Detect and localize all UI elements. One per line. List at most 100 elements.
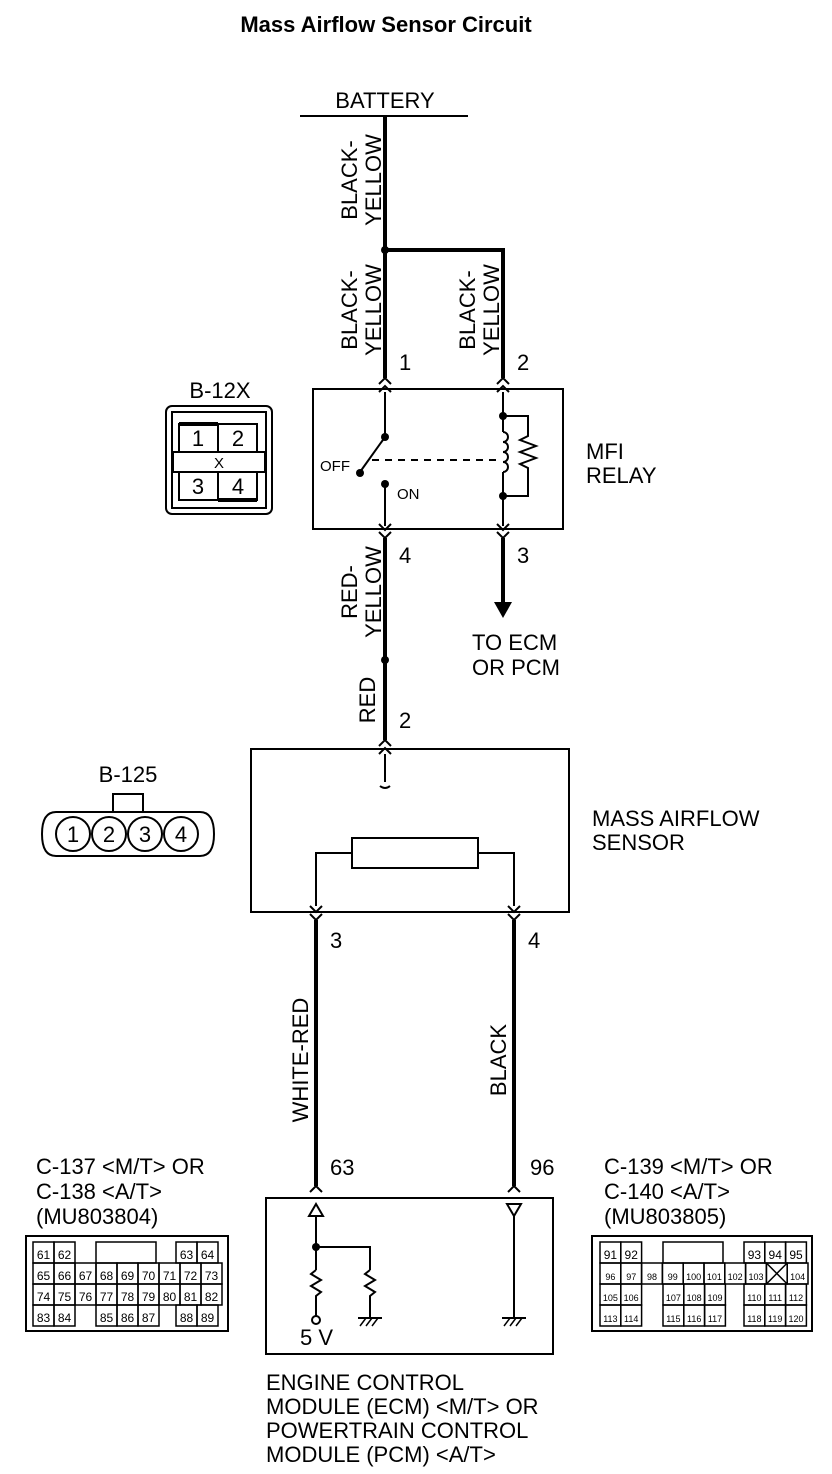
relay-switch-blade bbox=[359, 436, 386, 473]
connector-pin-label: 93 bbox=[748, 1248, 762, 1262]
ecm-name-line3: POWERTRAIN CONTROL bbox=[266, 1418, 528, 1443]
ecm-pulldown-resistor bbox=[363, 1269, 377, 1318]
connector-pin-label: 116 bbox=[687, 1314, 701, 1324]
connector-pin-label: 114 bbox=[624, 1314, 638, 1324]
connector-pin-label: 118 bbox=[747, 1314, 761, 1324]
connector-pin-label: 68 bbox=[100, 1269, 114, 1283]
relay-name-line1: MFI bbox=[586, 439, 624, 464]
connector-pin-label: 71 bbox=[163, 1269, 177, 1283]
relay-pin-1: 1 bbox=[399, 350, 411, 375]
ecm-internal-wire bbox=[316, 1246, 371, 1270]
pin-chevron bbox=[496, 384, 510, 393]
connector-pin-label: 67 bbox=[79, 1269, 93, 1283]
connector-right-label3: (MU803805) bbox=[604, 1204, 726, 1229]
pin-chevron bbox=[378, 523, 392, 532]
connector-left-label2: C-138 <A/T> bbox=[36, 1179, 162, 1204]
sensor-open-end bbox=[379, 785, 391, 789]
connector-b12x-pin1: 1 bbox=[192, 426, 204, 451]
connector-pin-label: 74 bbox=[37, 1290, 51, 1304]
connector-pin-label: 70 bbox=[142, 1269, 156, 1283]
wire-label-sensor-pin3: WHITE-RED bbox=[288, 998, 313, 1123]
relay-on-label: ON bbox=[397, 486, 420, 503]
connector-pin-label: 81 bbox=[184, 1290, 198, 1304]
connector-pin-label: 95 bbox=[789, 1248, 803, 1262]
connector-pin-label: 105 bbox=[603, 1293, 618, 1303]
sensor-name-line1: MASS AIRFLOW bbox=[592, 806, 760, 831]
svg-text:YELLOW: YELLOW bbox=[361, 264, 386, 356]
connector-pin-label: 76 bbox=[79, 1290, 93, 1304]
connector-pin-label: 69 bbox=[121, 1269, 135, 1283]
relay-pin-3: 3 bbox=[517, 543, 529, 568]
pin-chevron bbox=[309, 1184, 323, 1193]
wire-label-relay-pin4: RED- YELLOW bbox=[337, 546, 386, 638]
pin-chevron bbox=[496, 531, 510, 540]
connector-pin-label: 73 bbox=[205, 1269, 219, 1283]
mass-airflow-sensor-box bbox=[250, 748, 570, 913]
svg-text:BLACK-: BLACK- bbox=[337, 140, 362, 219]
connector-pin-label: 72 bbox=[184, 1269, 198, 1283]
mfi-relay-box bbox=[312, 388, 564, 530]
connector-pin-label: 102 bbox=[728, 1272, 743, 1282]
connector-b125-pin2: 2 bbox=[103, 822, 115, 847]
ecm-box bbox=[265, 1197, 554, 1355]
connector-left-key bbox=[95, 1241, 157, 1264]
connector-b125-cavity bbox=[127, 816, 163, 852]
connector-right-label1: C-139 <M/T> OR bbox=[604, 1154, 773, 1179]
connector-b12x-mark: X bbox=[214, 455, 224, 472]
connector-pin-label: 92 bbox=[625, 1248, 639, 1262]
ecm-5v-label: 5 V bbox=[300, 1325, 333, 1350]
sensor-name-line2: SENSOR bbox=[592, 830, 685, 855]
connector-b125-pin1: 1 bbox=[67, 822, 79, 847]
connector-pin-label: 119 bbox=[768, 1314, 782, 1324]
connector-left-label3: (MU803804) bbox=[36, 1204, 158, 1229]
connector-pin-label: 63 bbox=[180, 1248, 194, 1262]
ground-hatch bbox=[515, 1317, 523, 1327]
connector-b12x-pin2: 2 bbox=[232, 426, 244, 451]
relay-name-line2: RELAY bbox=[586, 463, 657, 488]
to-ecm-line2: OR PCM bbox=[472, 655, 560, 680]
relay-off-label: OFF bbox=[320, 458, 350, 475]
connector-pin-cell bbox=[703, 1304, 727, 1327]
connector-b125-latch bbox=[112, 793, 144, 813]
connector-b12x-pin3: 3 bbox=[192, 474, 204, 499]
pin-chevron bbox=[309, 913, 323, 922]
connector-pin-label: 61 bbox=[37, 1248, 51, 1262]
connector-pin-label: 62 bbox=[58, 1248, 72, 1262]
connector-pin-label: 88 bbox=[180, 1311, 194, 1325]
connector-pin-label: 113 bbox=[603, 1314, 617, 1324]
ground-hatch bbox=[365, 1317, 373, 1327]
connector-pin-label: 107 bbox=[666, 1293, 681, 1303]
pin-chevron bbox=[496, 523, 510, 532]
connector-pin-label: 86 bbox=[121, 1311, 135, 1325]
connector-pin-label: 91 bbox=[604, 1248, 618, 1262]
connector-pin-label: 103 bbox=[748, 1272, 763, 1282]
connector-pin-label: 112 bbox=[789, 1293, 803, 1303]
connector-pin-label: 79 bbox=[142, 1290, 156, 1304]
connector-pin-label: 65 bbox=[37, 1269, 51, 1283]
ecm-ground-triangle bbox=[505, 1203, 523, 1218]
connector-pin-label: 117 bbox=[708, 1314, 722, 1324]
connector-pin-label: 97 bbox=[626, 1272, 636, 1282]
connector-pin-label: 78 bbox=[121, 1290, 135, 1304]
wire-label-relay-pin2: BLACK- YELLOW bbox=[455, 264, 504, 356]
relay-pin-2: 2 bbox=[517, 350, 529, 375]
arrow-to-ecm bbox=[494, 602, 512, 618]
connector-blocked-pin bbox=[765, 1262, 788, 1285]
ecm-name-line2: MODULE (ECM) <M/T> OR bbox=[266, 1394, 539, 1419]
connector-pin-label: 80 bbox=[163, 1290, 177, 1304]
connector-pin-label: 104 bbox=[790, 1272, 805, 1282]
sensor-element bbox=[351, 837, 479, 869]
connector-pin-label: 64 bbox=[201, 1248, 215, 1262]
connector-pin-label: 115 bbox=[666, 1314, 680, 1324]
connector-pin-label: 94 bbox=[769, 1248, 783, 1262]
connector-b125-label: B-125 bbox=[99, 762, 158, 787]
pin-chevron bbox=[378, 738, 392, 747]
connector-pin-label: 100 bbox=[686, 1272, 701, 1282]
connector-pin-label: 101 bbox=[707, 1272, 722, 1282]
pin-chevron bbox=[496, 376, 510, 385]
connector-pin-label: 120 bbox=[788, 1314, 803, 1324]
pin-chevron bbox=[378, 746, 392, 755]
svg-text:YELLOW: YELLOW bbox=[361, 546, 386, 638]
